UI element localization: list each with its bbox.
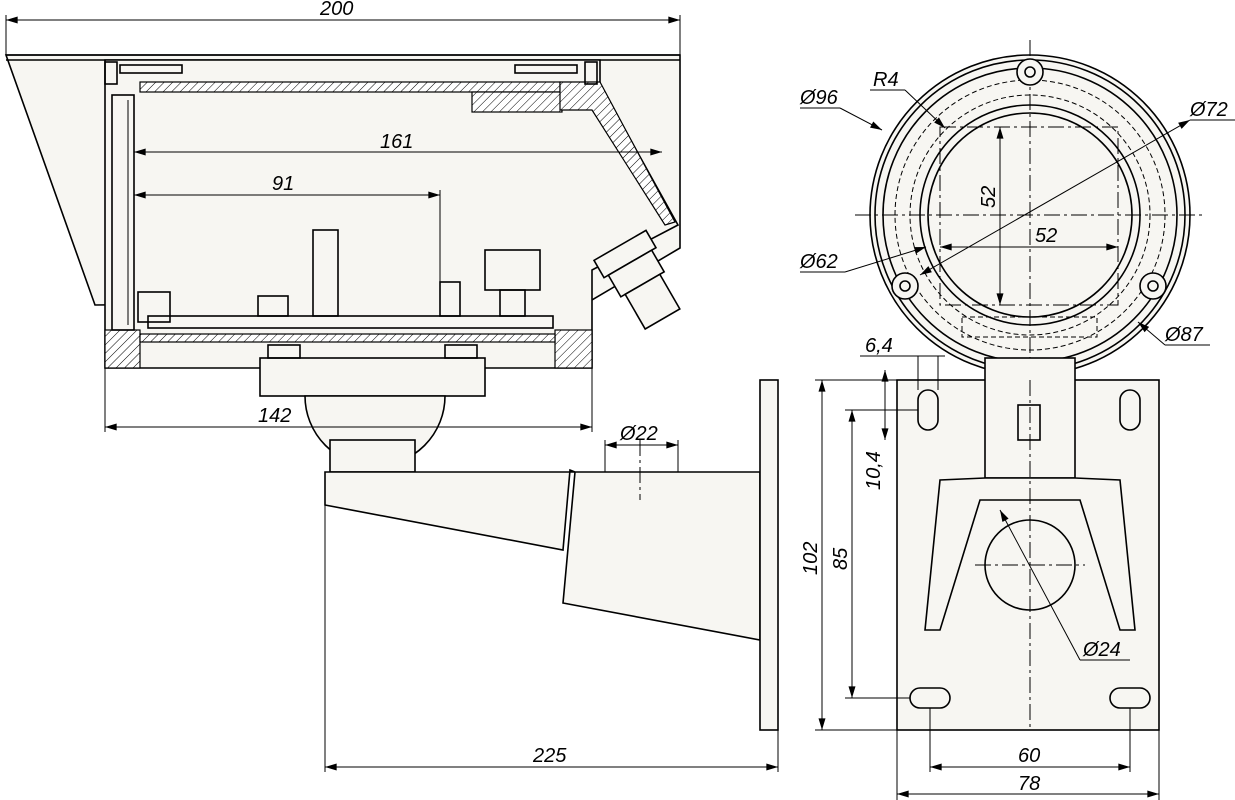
dim-6-4: 6,4 bbox=[865, 335, 893, 357]
dim-10-4: 10,4 bbox=[863, 451, 885, 490]
side-view: 200 161 91 142 Ø22 225 bbox=[4, 0, 779, 772]
dim-78: 78 bbox=[1018, 773, 1040, 795]
dim-r4: R4 bbox=[873, 69, 899, 91]
dim-diameter-87: Ø87 bbox=[1164, 324, 1204, 346]
front-view: 52 52 R4 Ø96 Ø72 Ø62 Ø87 bbox=[799, 40, 1235, 376]
mount-plate-view: 6,4 10,4 102 85 Ø24 60 78 bbox=[800, 335, 1160, 800]
dim-52-vertical: 52 bbox=[978, 186, 1000, 208]
wall-plate-side bbox=[759, 379, 779, 731]
dim-102: 102 bbox=[800, 542, 822, 575]
dim-diameter-24: Ø24 bbox=[1082, 639, 1121, 661]
dim-142: 142 bbox=[258, 405, 291, 427]
dim-225: 225 bbox=[532, 745, 567, 767]
dim-diameter-96: Ø96 bbox=[799, 87, 839, 109]
bracket-arm bbox=[324, 468, 761, 641]
dim-52-horizontal: 52 bbox=[1035, 225, 1057, 247]
dim-91: 91 bbox=[272, 173, 294, 195]
dim-85: 85 bbox=[830, 547, 852, 570]
dim-200: 200 bbox=[319, 0, 353, 20]
dim-diameter-72: Ø72 bbox=[1189, 99, 1228, 121]
dim-diameter-62: Ø62 bbox=[799, 251, 838, 273]
dim-161: 161 bbox=[380, 131, 413, 153]
dim-60: 60 bbox=[1018, 745, 1040, 767]
dim-diameter-22: Ø22 bbox=[619, 423, 658, 445]
